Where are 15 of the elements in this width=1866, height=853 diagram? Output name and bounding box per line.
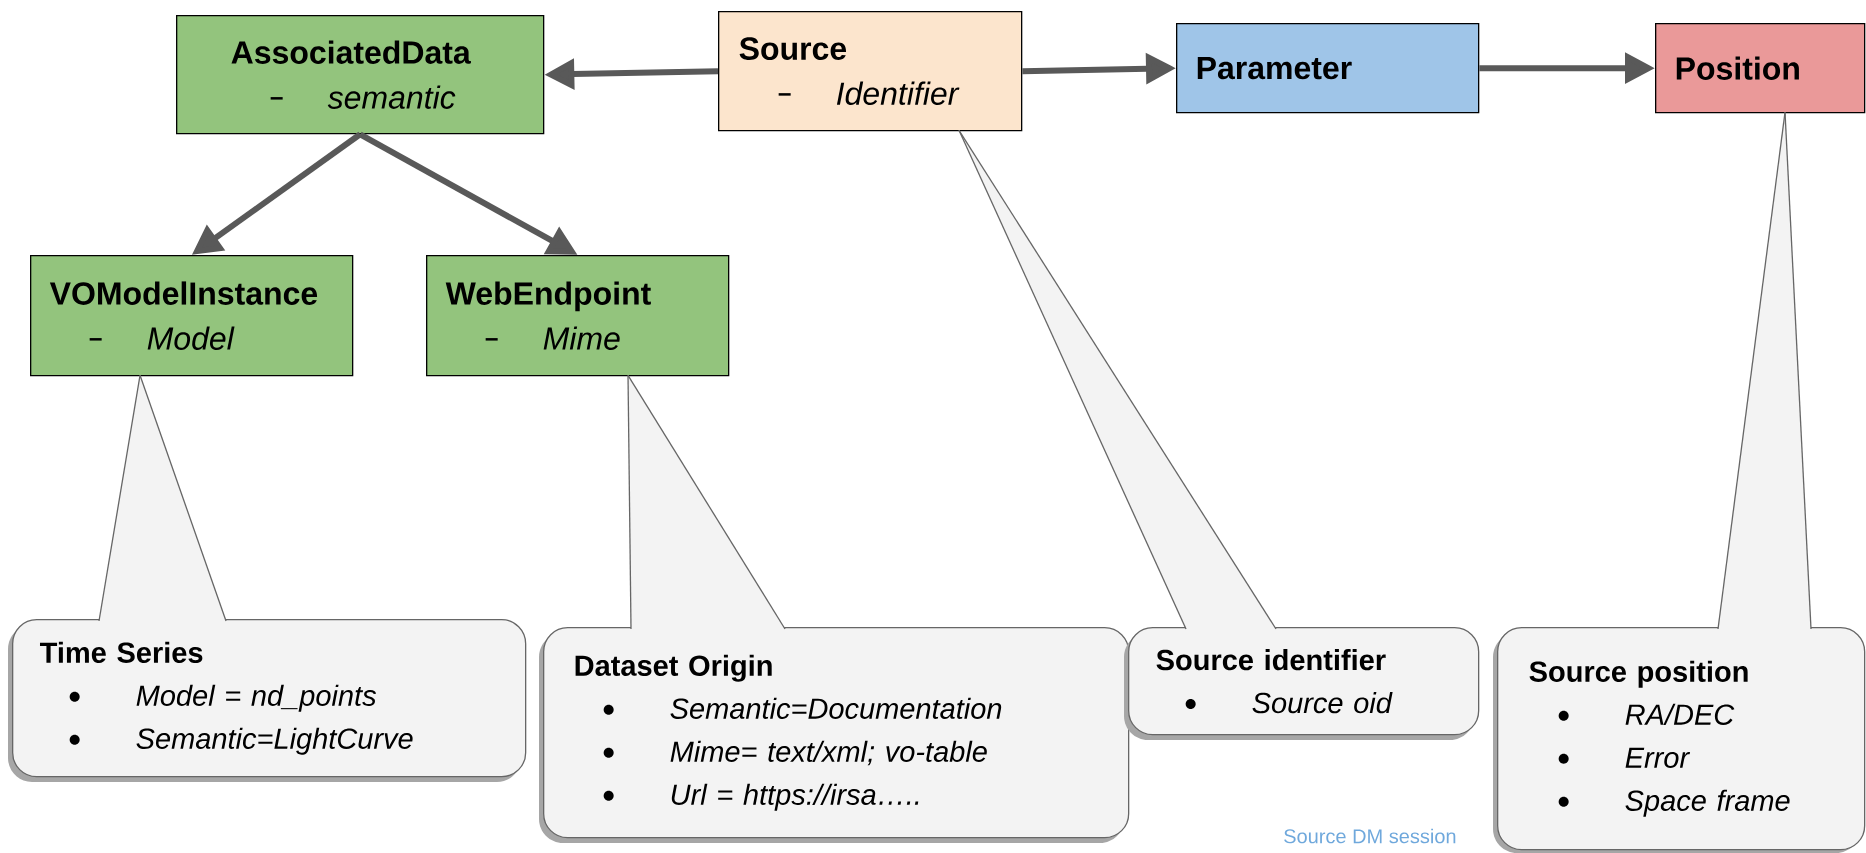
callout-tail — [98, 374, 227, 622]
callout-tail — [627, 374, 786, 630]
speech-bubble: Time Series Model = nd_points Semantic=LightCurve — [8, 619, 527, 782]
class-box: Source Identifier — [718, 11, 1023, 132]
callout-tail — [958, 129, 1277, 630]
footer-note: Source DM session — [1284, 828, 1456, 844]
class-box: Parameter — [1176, 23, 1480, 114]
speech-bubble: Source identifier Source oid — [1124, 627, 1480, 740]
class-box: AssociatedData semantic — [176, 15, 545, 135]
class-box: Position — [1655, 23, 1866, 114]
class-box: VOModelInstance Model — [30, 255, 354, 377]
speech-bubble: Source position RA/DEC Error Space frame — [1493, 627, 1866, 853]
class-box: WebEndpoint Mime — [426, 255, 730, 377]
callout-tail — [1717, 111, 1812, 630]
speech-bubble: Dataset Origin Semantic=Documentation Mime= text/xml; vo-table Url = https://irsa….. — [539, 627, 1130, 843]
